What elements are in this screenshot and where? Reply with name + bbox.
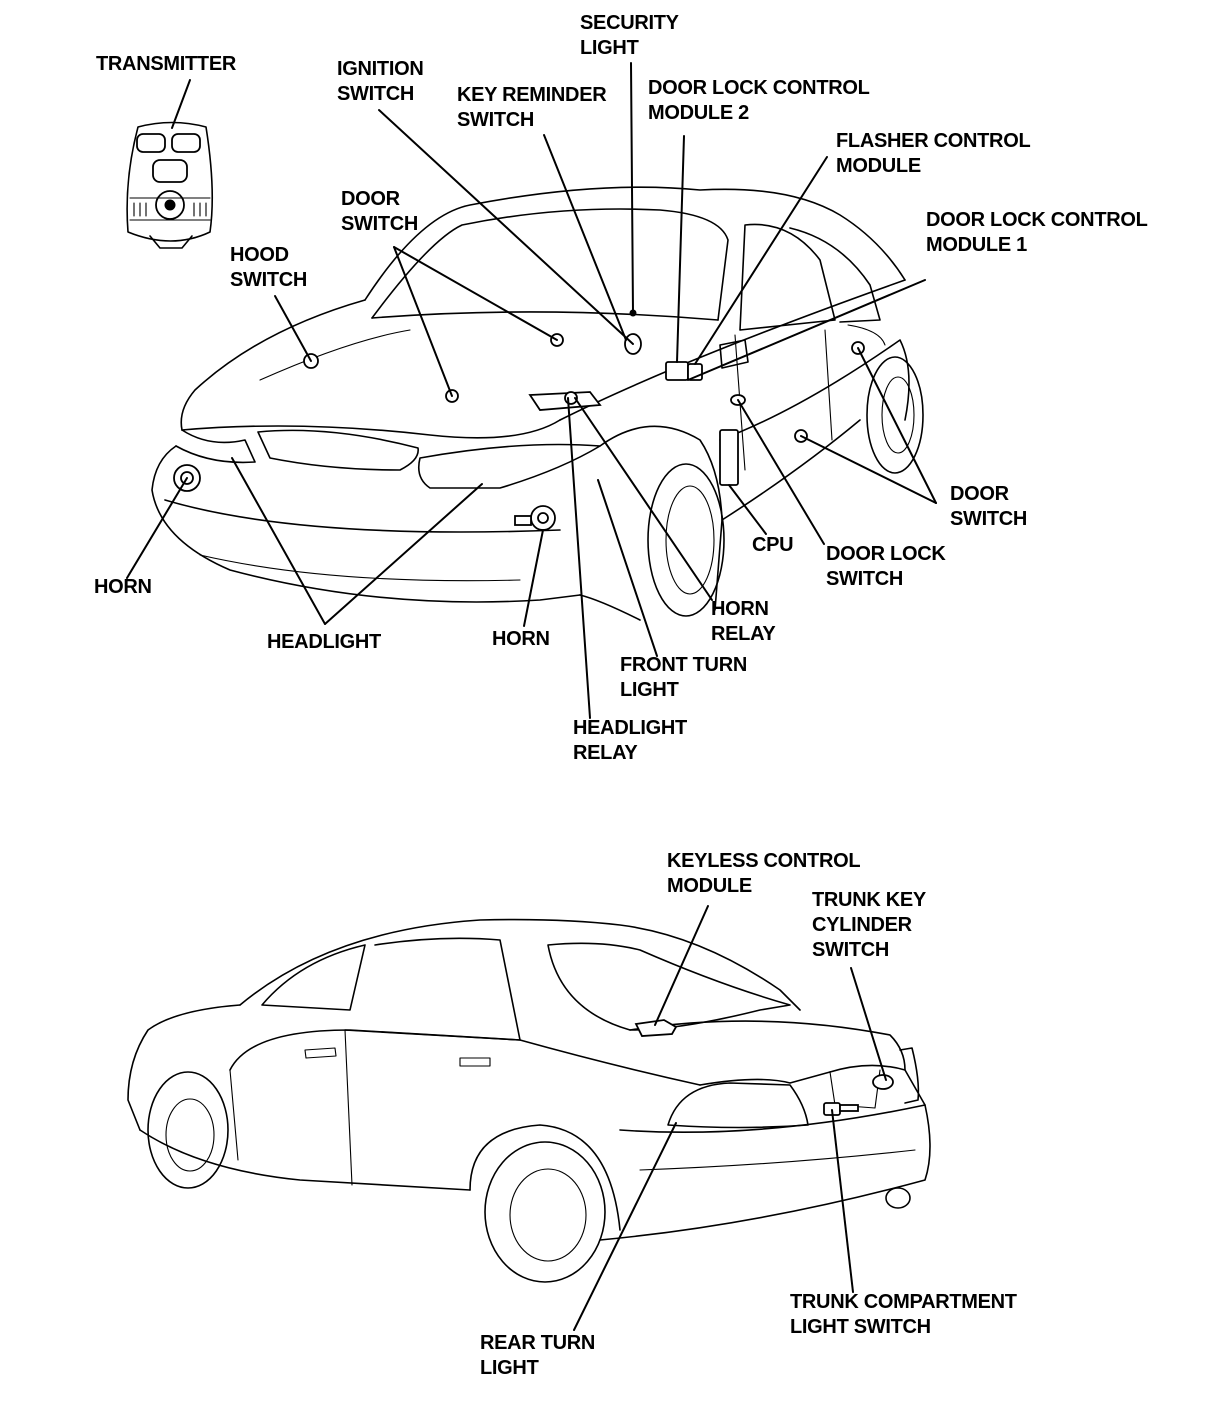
horn-right-part bbox=[514, 505, 556, 531]
rear-components bbox=[634, 1019, 894, 1116]
cpu-part bbox=[719, 429, 739, 486]
front-leader-lines bbox=[126, 62, 937, 719]
front-components bbox=[173, 309, 865, 531]
door-lock-control-module-2-part bbox=[665, 361, 689, 381]
label-cpu: CPU bbox=[752, 534, 794, 556]
rear-leader-lines bbox=[573, 905, 887, 1331]
label-horn-left: HORN bbox=[94, 576, 152, 598]
trunk-key-cylinder-part bbox=[872, 1074, 894, 1090]
front-car-outline bbox=[151, 186, 924, 621]
label-horn-right: HORN bbox=[492, 628, 550, 650]
label-transmitter: TRANSMITTER bbox=[96, 53, 237, 75]
label-headlight: HEADLIGHT bbox=[267, 631, 381, 653]
keyless-control-module-part bbox=[634, 1019, 678, 1037]
transmitter-fob bbox=[126, 121, 214, 249]
rear-car-outline bbox=[127, 918, 931, 1283]
